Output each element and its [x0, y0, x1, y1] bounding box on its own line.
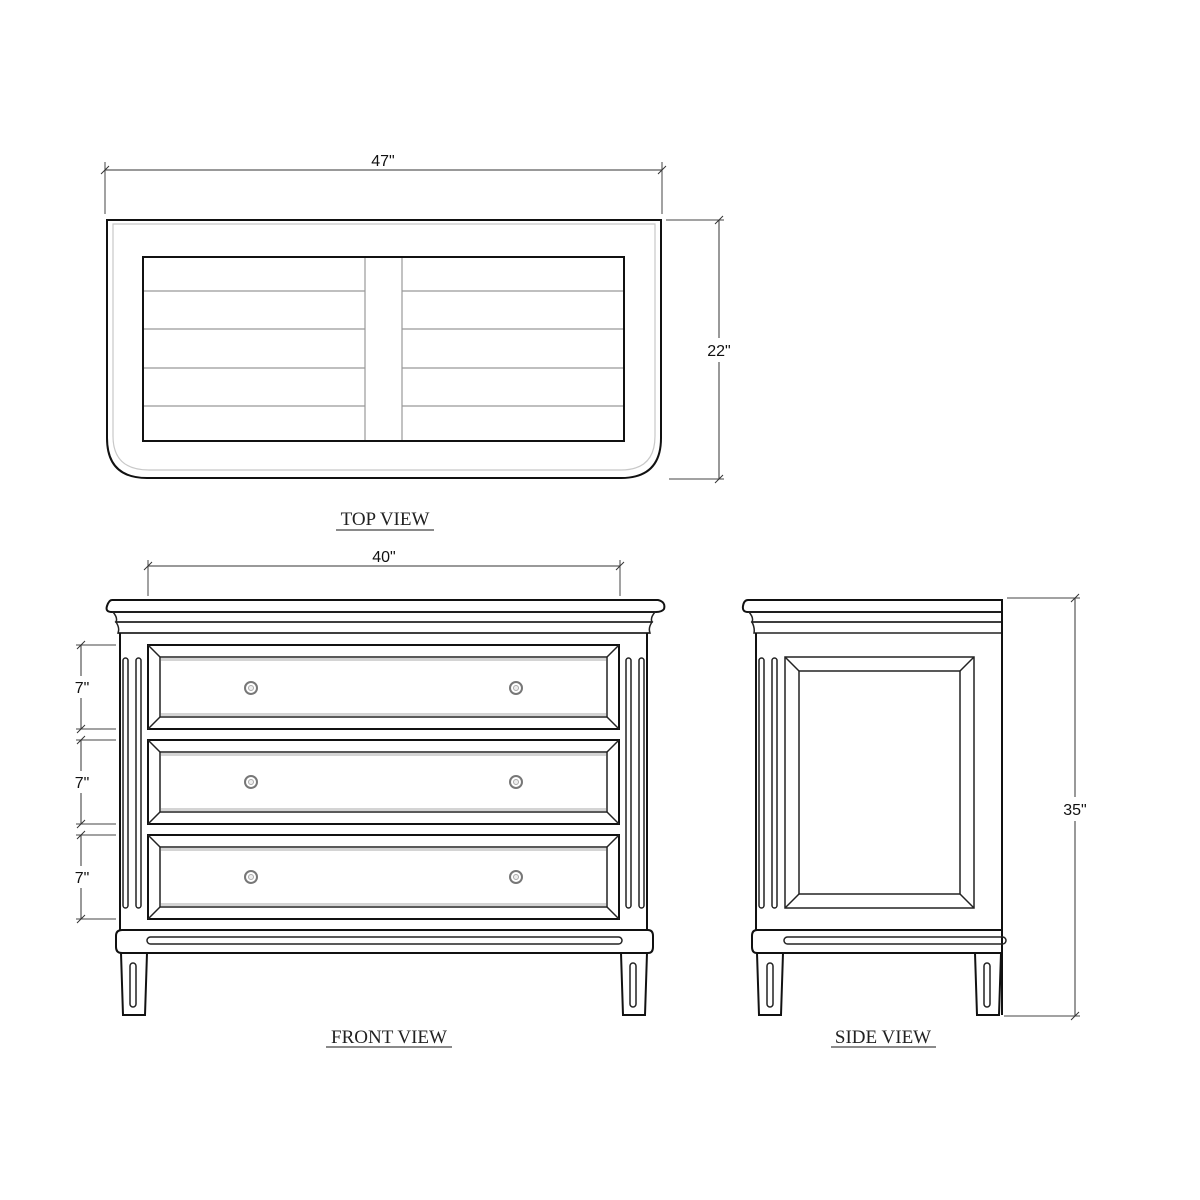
drawer-3 — [147, 834, 620, 920]
drawer-2-height-label: 7" — [75, 775, 90, 792]
drawer-3-height-label: 7" — [75, 870, 90, 887]
drawer-knob-icon — [244, 870, 258, 884]
drawer-knob-icon — [244, 775, 258, 789]
drawer-knob-icon — [509, 681, 523, 695]
drawer-knob-icon — [244, 681, 258, 695]
top-width-label: 47" — [371, 153, 394, 170]
top-width-dimension: 47" — [100, 153, 667, 214]
front-width-dimension: 40" — [143, 549, 625, 596]
drawer-2 — [147, 739, 620, 825]
side-view-label: SIDE VIEW — [835, 1027, 931, 1048]
drawer-1 — [147, 644, 620, 730]
drawer-knob-icon — [509, 775, 523, 789]
top-depth-label: 22" — [707, 343, 730, 360]
side-view: 35" SIDE VIEW — [741, 593, 1093, 1048]
top-view: 47" 22" TOP VIEW — [100, 153, 735, 531]
top-outline — [106, 219, 662, 479]
front-width-label: 40" — [372, 549, 395, 566]
side-height-label: 35" — [1063, 802, 1086, 819]
side-height-dimension: 35" — [1004, 593, 1093, 1021]
top-view-label: TOP VIEW — [341, 509, 430, 530]
top-depth-dimension: 22" — [666, 215, 735, 484]
drawer-height-dimensions: 7" 7" 7" — [68, 640, 116, 924]
drawer-knob-icon — [509, 870, 523, 884]
drawer-1-height-label: 7" — [75, 680, 90, 697]
front-view-label: FRONT VIEW — [331, 1027, 447, 1048]
front-view: 40" — [68, 549, 666, 1048]
